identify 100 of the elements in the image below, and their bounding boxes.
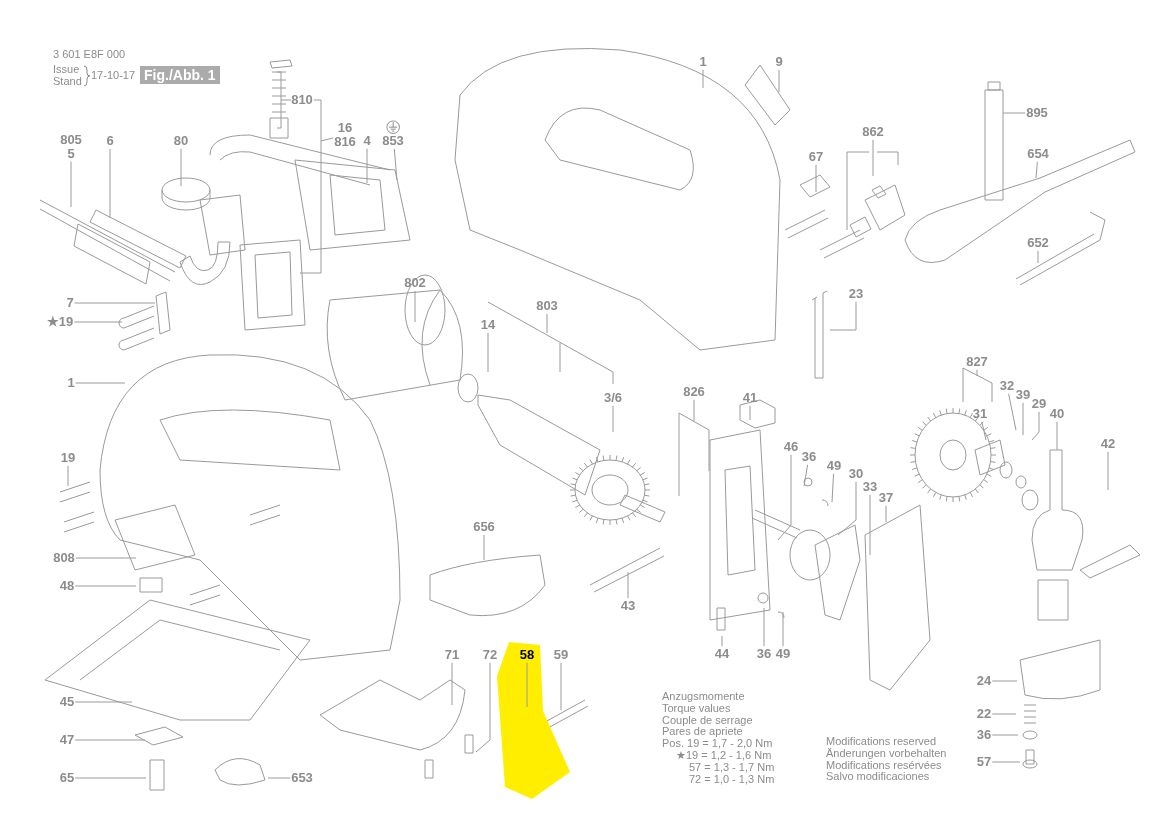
leader-line — [885, 505, 887, 523]
callout-number: 654 — [1027, 147, 1049, 161]
leader-line — [267, 777, 291, 779]
callout-number: 36 — [756, 647, 772, 661]
leader-line — [74, 302, 156, 304]
callout-number: 14 — [480, 318, 496, 332]
leader-line — [73, 321, 123, 323]
issue-label: Issue — [53, 64, 80, 75]
leader-line — [414, 290, 416, 323]
leader-line — [1031, 411, 1040, 441]
callout-number: 9 — [775, 55, 783, 69]
leader-line — [74, 701, 133, 703]
callout-number: 810 — [291, 93, 313, 107]
callout-number: 1 — [699, 55, 707, 69]
leader-line — [702, 69, 704, 89]
callout-number: 67 — [808, 150, 824, 164]
leader-line — [475, 662, 491, 753]
torque-values-note: Couple de serrage — [662, 714, 753, 726]
leader-line — [74, 739, 146, 741]
leader-line — [1107, 451, 1109, 491]
callout-number: 5 — [67, 147, 75, 161]
callout-number: ★19 — [46, 315, 74, 329]
callout-number: 4 — [363, 134, 371, 148]
callout-number: 31 — [972, 407, 988, 421]
callout-number: 805 — [60, 133, 82, 147]
issue-date: 17-10-17 — [91, 70, 136, 81]
modifications-note: Salvo modificaciones — [826, 771, 930, 783]
modifications-note: Modifications reserved — [826, 736, 937, 747]
leader-line — [612, 405, 614, 433]
callout-number: 33 — [862, 480, 878, 494]
callout-number: 36 — [801, 450, 817, 464]
callout-number: 36 — [976, 728, 992, 742]
leader-line — [991, 713, 1017, 715]
leader-line — [991, 680, 1018, 682]
leader-line — [763, 607, 765, 647]
leader-line — [627, 571, 629, 599]
leader-line — [782, 611, 784, 647]
callout-number: 43 — [620, 599, 636, 613]
torque-values-note: Pos. 19 = 1,7 - 2,0 Nm — [662, 738, 773, 750]
leader-line — [526, 662, 528, 708]
leader-line — [981, 421, 987, 441]
leader-line — [67, 465, 69, 487]
leader-line — [1035, 161, 1038, 179]
leader-line — [75, 557, 137, 559]
leader-line — [749, 405, 751, 421]
leader-line — [180, 148, 182, 187]
stand-label: Stand — [53, 76, 82, 87]
callout-number: 58 — [519, 648, 535, 662]
modifications-note: Änderungen vorbehalten — [826, 747, 947, 759]
callout-number: 71 — [444, 648, 460, 662]
callout-number: 23 — [848, 287, 864, 301]
callout-number: 1 — [67, 376, 75, 390]
callout-number: 39 — [1015, 388, 1031, 402]
callout-number: 816 — [334, 135, 356, 149]
leader-line — [1022, 402, 1024, 436]
modifications-note: Modifications resérvées — [826, 759, 942, 771]
leader-line — [487, 332, 489, 373]
leader-line — [829, 301, 857, 331]
leader-line — [560, 662, 562, 711]
callout-number: 802 — [404, 276, 426, 290]
leader-line — [1056, 421, 1058, 451]
callout-number: 853 — [382, 134, 404, 148]
leader-line — [803, 464, 809, 487]
leader-line — [869, 494, 871, 556]
callout-number: 22 — [976, 707, 992, 721]
callout-number: 653 — [291, 771, 313, 785]
leader-line — [451, 662, 453, 706]
torque-values-note: 57 = 1,3 - 1,7 Nm — [689, 761, 775, 773]
callout-number: 46 — [783, 440, 799, 454]
callout-number: 72 — [482, 648, 498, 662]
leader-line — [74, 777, 147, 779]
leader-line — [546, 313, 548, 334]
leader-line — [366, 148, 368, 184]
callout-number: 32 — [999, 379, 1015, 393]
figure-number-label: Fig./Abb. 1 — [140, 66, 220, 84]
callout-number: 57 — [976, 755, 992, 769]
torque-values-note: Torque values — [662, 702, 731, 714]
callout-number: 30 — [848, 467, 864, 481]
callout-number: 895 — [1026, 106, 1048, 120]
part-number: 3 601 E8F 000 — [53, 49, 126, 60]
callout-number: 826 — [683, 385, 705, 399]
leader-line — [837, 481, 857, 536]
leader-line — [693, 399, 695, 422]
leader-line — [1002, 112, 1026, 114]
callout-number: 7 — [66, 296, 74, 310]
callout-number: 59 — [553, 648, 569, 662]
callout-number: 29 — [1031, 397, 1047, 411]
leader-line — [74, 585, 137, 587]
leader-line — [393, 148, 398, 181]
callout-number: 827 — [966, 355, 988, 369]
torque-values-note: Pares de apriete — [662, 726, 743, 738]
callout-number: 41 — [742, 391, 758, 405]
leader-line — [109, 148, 111, 219]
leader-line — [75, 382, 126, 384]
leader-line — [991, 734, 1019, 736]
leader-line — [831, 473, 835, 503]
callout-number: 80 — [173, 134, 189, 148]
callout-number: 40 — [1049, 407, 1065, 421]
leader-line — [1008, 393, 1017, 431]
callout-number: 44 — [714, 647, 730, 661]
